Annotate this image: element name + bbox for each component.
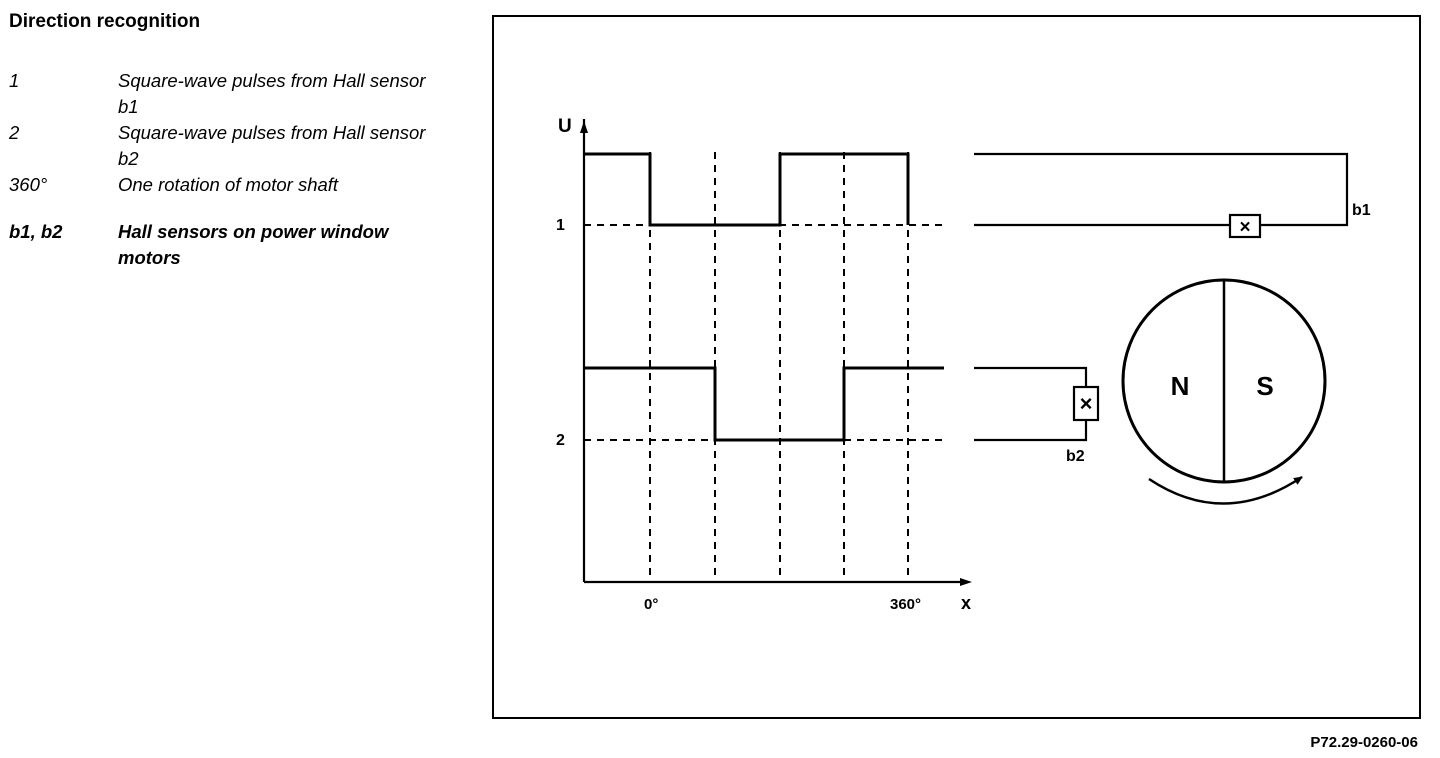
figure-code: P72.29-0260-06	[1310, 734, 1418, 751]
legend-description: One rotation of motor shaft	[118, 174, 339, 195]
legend-item: 1 Square-wave pulses from Hall sensor b1	[9, 68, 469, 120]
sensor-b1-label: b1	[1352, 202, 1371, 219]
y-axis-label: U	[558, 116, 572, 137]
y-axis-arrow-icon	[580, 121, 588, 133]
legend-key: 360°	[9, 174, 48, 195]
signal-2-waveform	[584, 366, 944, 442]
legend-item: b1, b2 Hall sensors on power window moto…	[9, 219, 469, 271]
direction-recognition-diagram: U x 0° 360° 1 2 × b1 × b2 N S	[556, 116, 1371, 613]
sensor-b2-cross-icon: ×	[1080, 391, 1093, 416]
sensor-b2-wiring	[974, 366, 1088, 387]
legend-key: b1, b2	[9, 221, 63, 242]
legend-description: Hall sensors on power window motors	[118, 221, 389, 268]
section-heading: Direction recognition	[9, 11, 201, 32]
sensor-b2-label: b2	[1066, 448, 1085, 465]
legend-key: 1	[9, 70, 20, 91]
x-tick-label-0: 0°	[644, 596, 658, 613]
pole-south-label: S	[1256, 371, 1273, 401]
sensor-b1	[1228, 213, 1262, 239]
x-axis-label: x	[961, 593, 971, 613]
x-axis-arrow-icon	[960, 578, 972, 586]
legend-description: Square-wave pulses from Hall sensor b2	[118, 122, 426, 169]
rotation-arrow-icon	[1148, 475, 1303, 505]
signal-label-1: 1	[556, 217, 565, 234]
x-tick-label-360: 360°	[890, 596, 921, 613]
figure-frame: U x 0° 360° 1 2 × b1 × b2 N S	[492, 15, 1421, 719]
sensor-b1-cross-icon: ×	[1239, 217, 1250, 238]
legend-item: 2 Square-wave pulses from Hall sensor b2	[9, 120, 469, 172]
legend-key: 2	[9, 122, 20, 143]
signal-1-waveform	[584, 152, 910, 227]
sensor-b2-wiring	[974, 420, 1088, 442]
sensor-b1-wiring	[974, 152, 1349, 227]
legend-item: 360° One rotation of motor shaft	[9, 172, 469, 198]
legend: 1 Square-wave pulses from Hall sensor b1…	[9, 68, 469, 271]
pole-north-label: N	[1171, 371, 1190, 401]
legend-description: Square-wave pulses from Hall sensor b1	[118, 70, 426, 117]
sensor-b2	[1072, 385, 1100, 422]
signal-label-2: 2	[556, 432, 565, 449]
